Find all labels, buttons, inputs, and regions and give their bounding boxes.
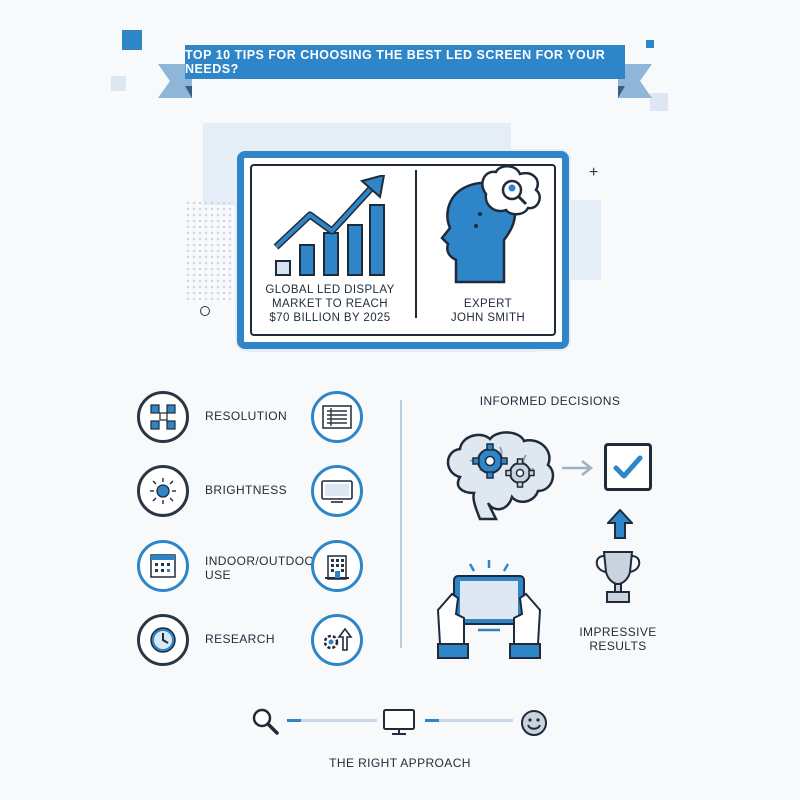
sun-icon xyxy=(137,465,189,517)
footer-caption: THE RIGHT APPROACH xyxy=(329,756,471,770)
expert-line-1: EXPERT xyxy=(463,298,513,310)
decor-square xyxy=(646,40,654,48)
growth-chart-icon xyxy=(273,175,386,276)
timeline-accent xyxy=(425,719,439,722)
market-line-1: GLOBAL LED DISPLAY xyxy=(265,284,395,296)
market-line-2: MARKET TO REACH xyxy=(272,298,388,310)
results-line-1: IMPRESSIVE xyxy=(579,625,657,639)
decor-square xyxy=(122,30,142,50)
hero-divider xyxy=(415,170,417,318)
grid-nodes-icon xyxy=(137,391,189,443)
decor-square xyxy=(650,93,668,111)
informed-decisions-heading: INFORMED DECISIONS xyxy=(479,394,621,408)
impressive-results-text: IMPRESSIVE RESULTS xyxy=(568,625,668,653)
arrow-up-icon xyxy=(607,509,633,539)
timeline-accent xyxy=(287,719,301,722)
small-circle-icon xyxy=(200,306,210,316)
arrow-right-icon xyxy=(562,460,594,476)
tip-label-indoor-outdoor: INDOOR/OUTDOOR USE xyxy=(205,554,324,582)
ribbon-right-tail xyxy=(618,64,652,98)
clock-icon xyxy=(137,614,189,666)
ribbon-left-tail xyxy=(158,64,192,98)
decor-dots xyxy=(185,200,245,300)
checkbox-check-icon[interactable] xyxy=(604,443,652,491)
decor-square xyxy=(111,76,126,91)
trophy-icon xyxy=(595,551,641,603)
brain-gears-icon xyxy=(446,431,555,521)
search-icon xyxy=(252,708,279,735)
monitor-icon xyxy=(383,709,415,735)
plus-icon: + xyxy=(589,164,599,181)
list-lines-icon xyxy=(311,391,363,443)
tip-label-brightness: BRIGHTNESS xyxy=(205,483,288,497)
smiley-icon xyxy=(521,710,547,736)
gear-arrow-icon xyxy=(311,614,363,666)
market-text: GLOBAL LED DISPLAY MARKET TO REACH $70 B… xyxy=(252,283,408,325)
banner-title: TOP 10 TIPS FOR CHOOSING THE BEST LED SC… xyxy=(185,45,625,79)
market-line-3: $70 BILLION BY 2025 xyxy=(269,312,391,324)
monitor-icon xyxy=(311,465,363,517)
expert-text: EXPERT JOHN SMITH xyxy=(432,297,544,325)
results-line-2: RESULTS xyxy=(589,639,647,653)
timeline-line xyxy=(287,719,377,722)
section-divider xyxy=(400,400,402,648)
tip-label-resolution: RESOLUTION xyxy=(205,409,288,423)
building-icon xyxy=(311,540,363,592)
tablet-hands-icon xyxy=(436,560,542,659)
tip-label-research: RESEARCH xyxy=(205,632,275,646)
expert-line-2: JOHN SMITH xyxy=(450,312,526,324)
timeline-line xyxy=(425,719,513,722)
expert-head-icon xyxy=(440,165,541,284)
calendar-icon xyxy=(137,540,189,592)
